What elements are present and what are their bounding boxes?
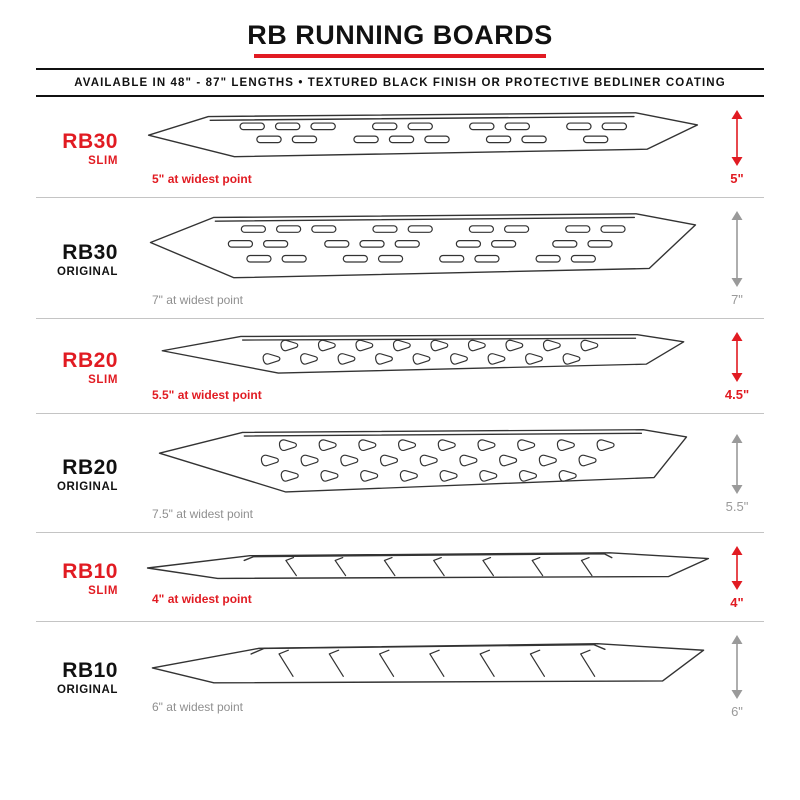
title-underline [254,54,546,58]
rb20-original-drawing [158,429,688,493]
rb30-slim-drawing [147,112,699,158]
rb10-slim-drawing [146,552,710,580]
board-row-rb10-slim: RB10 SLIM 4" at widest point 4" [36,533,764,622]
height-arrow-icon [731,211,743,287]
rb30-original-drawing [149,213,697,279]
board-drawing-area: 5" at widest point [122,110,710,186]
width-label: 5" at widest point [152,172,252,186]
model-label: RB30 [62,240,118,264]
variant-label: ORIGINAL [56,265,118,278]
model-label: RB10 [62,658,118,682]
height-measure: 5.5" [710,434,764,514]
variant-label: SLIM [88,373,118,386]
board-drawing-area: 5.5" at widest point [122,332,710,402]
board-labels: RB10 SLIM [36,560,122,597]
height-label: 6" [731,704,743,719]
board-drawing-area: 7.5" at widest point [122,427,710,521]
rb20-slim-drawing [161,334,685,374]
model-label: RB20 [62,455,118,479]
variant-label: ORIGINAL [56,480,118,493]
height-label: 5" [730,171,744,186]
board-labels: RB30 SLIM [36,130,122,167]
page-title: RB RUNNING BOARDS [247,20,553,50]
board-labels: RB20 SLIM [36,349,122,386]
width-label: 5.5" at widest point [152,388,262,402]
width-label: 6" at widest point [152,700,243,714]
model-label: RB10 [62,559,118,583]
variant-label: SLIM [88,154,118,167]
height-measure: 4" [710,546,764,610]
height-measure: 4.5" [710,332,764,402]
height-label: 4" [730,595,744,610]
board-drawing-area: 7" at widest point [122,211,710,307]
board-row-rb10-original: RB10 ORIGINAL 6" at widest point 6" [36,622,764,730]
variant-label: SLIM [88,584,118,597]
page: RB RUNNING BOARDS AVAILABLE IN 48" - 87"… [36,20,764,730]
width-label: 7.5" at widest point [152,507,253,521]
height-measure: 5" [710,110,764,186]
board-row-rb20-slim: RB20 SLIM 5.5" at widest point 4.5" [36,319,764,414]
height-measure: 6" [710,635,764,719]
height-measure: 7" [710,211,764,307]
board-row-rb30-slim: RB30 SLIM 5" at widest point 5" [36,97,764,198]
board-labels: RB10 ORIGINAL [36,659,122,696]
board-drawing-area: 6" at widest point [122,640,710,714]
width-label: 7" at widest point [152,293,243,307]
model-label: RB30 [62,129,118,153]
subtitle-bar: AVAILABLE IN 48" - 87" LENGTHS • TEXTURE… [36,68,764,97]
variant-label: ORIGINAL [56,683,118,696]
board-labels: RB30 ORIGINAL [36,241,122,278]
height-arrow-icon [731,110,743,166]
board-row-rb30-original: RB30 ORIGINAL 7" at widest po [36,198,764,319]
board-row-rb20-original: RB20 ORIGINAL 7.5" at widest point [36,414,764,533]
board-drawing-area: 4" at widest point [122,550,710,606]
height-arrow-icon [731,332,743,382]
board-labels: RB20 ORIGINAL [36,456,122,493]
model-label: RB20 [62,348,118,372]
width-label: 4" at widest point [152,592,252,606]
height-arrow-icon [731,635,743,699]
height-label: 5.5" [725,499,749,514]
height-label: 4.5" [724,387,750,402]
height-arrow-icon [731,434,743,494]
height-label: 7" [731,292,743,307]
rb10-original-drawing [151,643,705,684]
height-arrow-icon [731,546,743,590]
